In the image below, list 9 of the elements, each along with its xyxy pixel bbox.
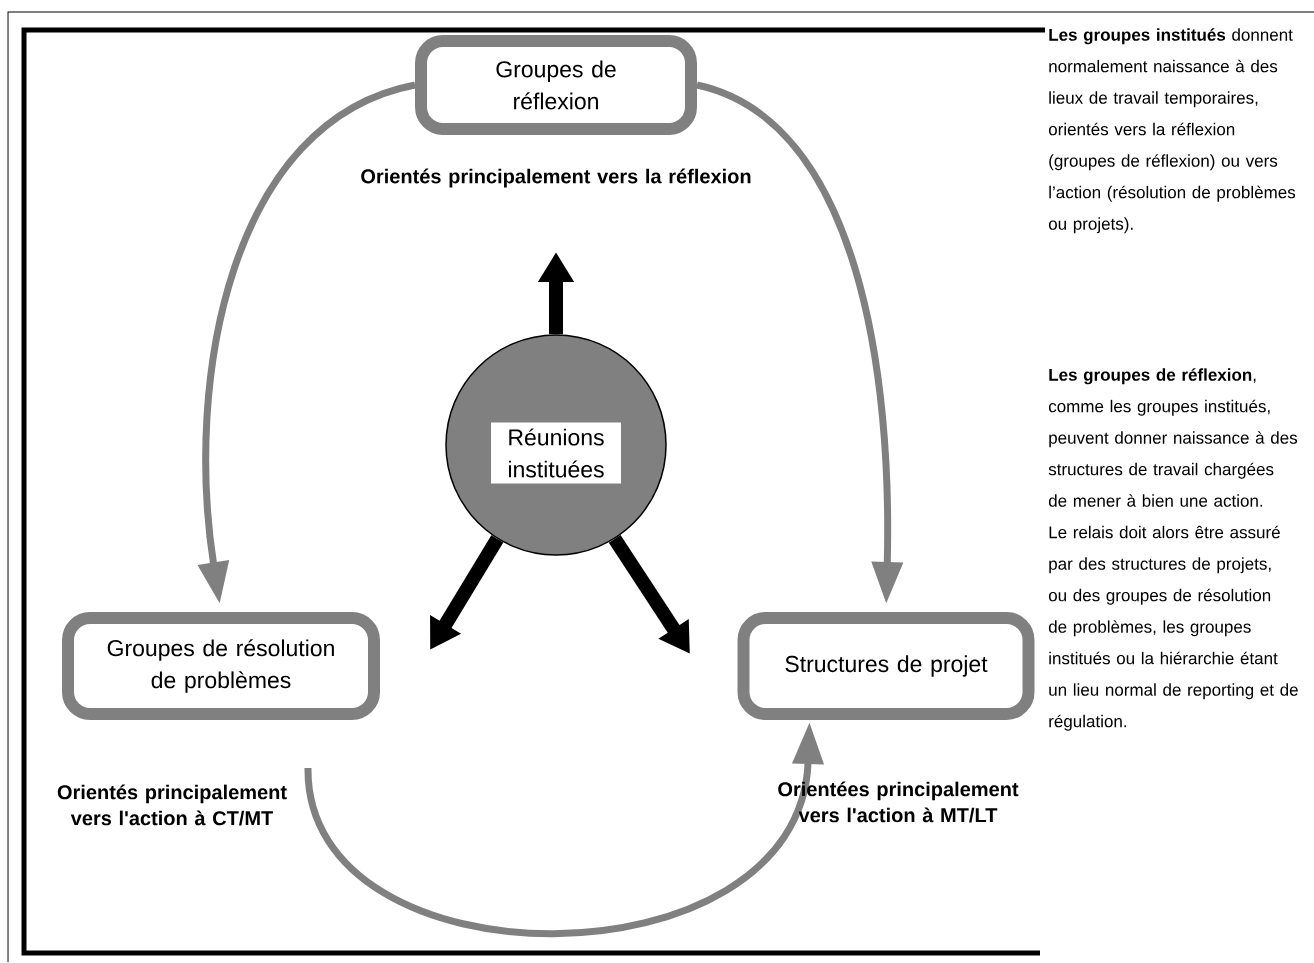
node-caption: Orientés principalement vers la réflexion [361,168,751,188]
rounded-box: Groupes de réflexion [415,35,697,135]
paragraph: Les groupes institués donnent normalement naissance à des lieux de travail temporaires, orientés vers la réflexion (groupes de réflexion) ou vers l’action (résolution de problèmes ou projets). [1048,28,1296,234]
node-caption: Orientés principalement vers l'action à CT/MT [57,784,287,826]
rounded-box: Groupes de résolution de problèmes [62,612,380,720]
rounded-box: Structures de projet [737,612,1035,720]
node-caption: Orientées principalement vers l'action à MT/LT [778,781,1019,823]
paragraph: Les groupes de réflexion, comme les groupes institués, peuvent donner naissance à des structures de travail chargées de mener à bien une action. Le relais doit alors être assuré par des structures de projets, ou des groupes de résolution de problèmes, les groupes institués ou la hiérarchie étant un lieu normal de reporting et de régulation. [1048,368,1298,731]
label-box: Réunions instituées [491,422,621,484]
